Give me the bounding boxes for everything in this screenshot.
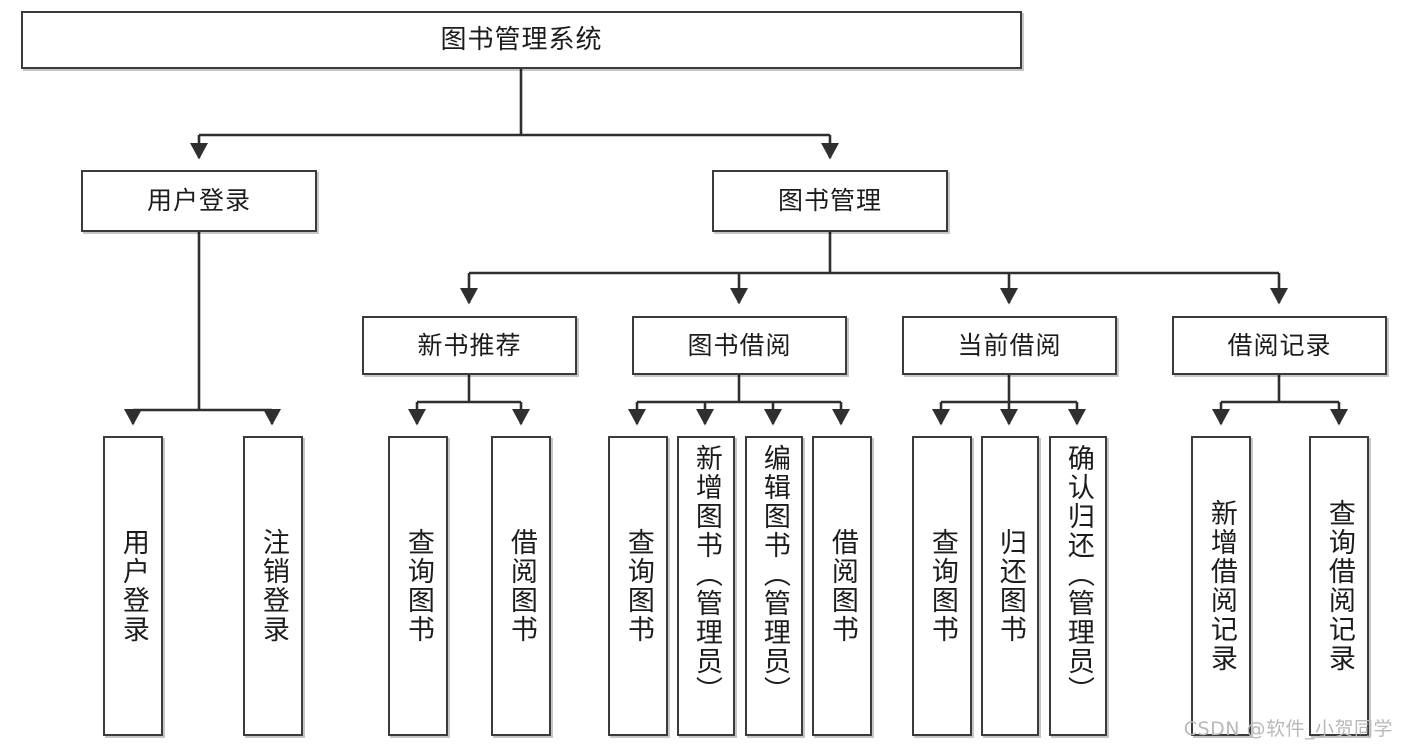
node-book-management-label: 图书管理 — [777, 186, 882, 216]
node-leaf-query-book-3-label: 查询图书 — [926, 528, 958, 644]
node-leaf-add-book-label: 新增图书（管理员） — [690, 444, 722, 705]
node-current-borrow-label: 当前借阅 — [957, 330, 1062, 360]
node-leaf-confirm-return-label: 确认归还（管理员） — [1062, 444, 1094, 705]
node-leaf-query-record-label: 查询借阅记录 — [1323, 499, 1355, 673]
node-leaf-query-record[interactable]: 查询借阅记录 — [1309, 436, 1369, 736]
node-user-login-label: 用户登录 — [146, 186, 251, 216]
node-book-borrow[interactable]: 图书借阅 — [632, 316, 847, 375]
node-leaf-edit-book-label: 编辑图书（管理员） — [758, 444, 790, 705]
node-current-borrow[interactable]: 当前借阅 — [902, 316, 1117, 375]
node-leaf-borrow-book-2-label: 借阅图书 — [826, 528, 858, 644]
node-leaf-edit-book[interactable]: 编辑图书（管理员） — [745, 436, 803, 736]
node-leaf-return-book-label: 归还图书 — [994, 528, 1026, 644]
node-leaf-query-book-2-label: 查询图书 — [622, 528, 654, 644]
csdn-watermark: CSDN @软件_小贺同学 — [1183, 718, 1393, 740]
node-leaf-query-book-1-label: 查询图书 — [402, 528, 434, 644]
node-leaf-return-book[interactable]: 归还图书 — [981, 436, 1039, 736]
node-leaf-borrow-book-1[interactable]: 借阅图书 — [491, 436, 551, 736]
node-leaf-borrow-book-2[interactable]: 借阅图书 — [812, 436, 872, 736]
node-leaf-add-record[interactable]: 新增借阅记录 — [1191, 436, 1251, 736]
node-book-management[interactable]: 图书管理 — [712, 170, 948, 232]
node-leaf-query-book-2[interactable]: 查询图书 — [608, 436, 668, 736]
node-leaf-logout-login[interactable]: 注销登录 — [243, 436, 303, 736]
node-root-label: 图书管理系统 — [440, 24, 603, 55]
node-borrow-records-label: 借阅记录 — [1227, 330, 1332, 360]
node-leaf-user-login-label: 用户登录 — [117, 528, 149, 644]
node-leaf-logout-login-label: 注销登录 — [257, 528, 289, 644]
node-borrow-records[interactable]: 借阅记录 — [1172, 316, 1387, 375]
node-leaf-query-book-1[interactable]: 查询图书 — [388, 436, 448, 736]
node-leaf-user-login[interactable]: 用户登录 — [103, 436, 163, 736]
node-book-borrow-label: 图书借阅 — [687, 330, 792, 360]
node-leaf-add-record-label: 新增借阅记录 — [1205, 499, 1237, 673]
node-leaf-add-book[interactable]: 新增图书（管理员） — [677, 436, 735, 736]
node-new-book-recommend-label: 新书推荐 — [417, 330, 522, 360]
node-leaf-confirm-return[interactable]: 确认归还（管理员） — [1049, 436, 1107, 736]
node-leaf-query-book-3[interactable]: 查询图书 — [912, 436, 972, 736]
node-leaf-borrow-book-1-label: 借阅图书 — [505, 528, 537, 644]
node-root[interactable]: 图书管理系统 — [21, 11, 1022, 69]
node-new-book-recommend[interactable]: 新书推荐 — [362, 316, 577, 375]
node-user-login[interactable]: 用户登录 — [81, 170, 317, 232]
